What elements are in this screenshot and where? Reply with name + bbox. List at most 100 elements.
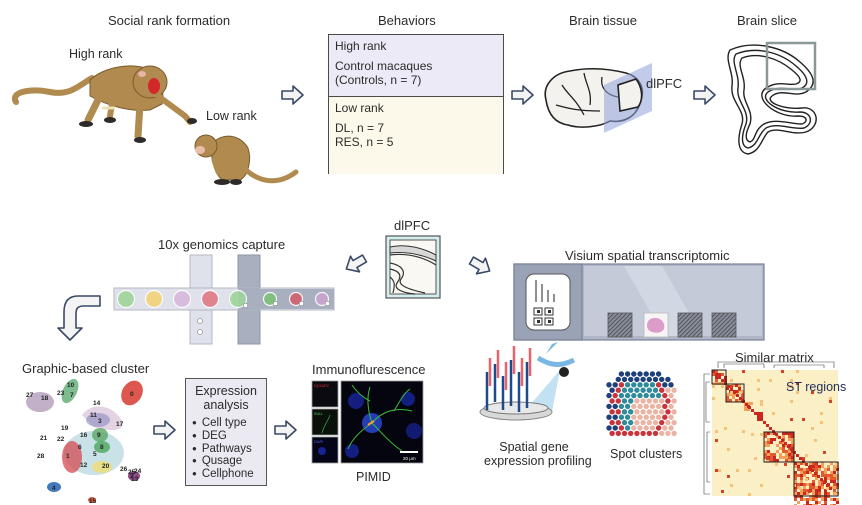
matrix-cell bbox=[833, 468, 836, 471]
matrix-cell bbox=[729, 399, 732, 402]
spot bbox=[637, 382, 643, 388]
spot bbox=[609, 387, 615, 393]
immuno-title: Immunoflurescence bbox=[312, 362, 426, 377]
matrix-cell bbox=[800, 492, 803, 495]
brain-slice-title: Brain slice bbox=[737, 13, 797, 28]
cluster-label: 11 bbox=[90, 412, 97, 419]
cluster-label: 22 bbox=[57, 436, 65, 443]
matrix-diagonal-cell bbox=[823, 481, 826, 484]
spot bbox=[652, 419, 659, 426]
capture-area-icon bbox=[607, 312, 633, 338]
droplet bbox=[288, 291, 304, 307]
matrix-cell bbox=[760, 415, 763, 418]
spot bbox=[628, 376, 634, 383]
spot bbox=[662, 414, 668, 420]
cluster-label: 2 bbox=[130, 473, 134, 480]
matrix-diagonal-cell bbox=[754, 412, 757, 415]
arrow-right-icon bbox=[274, 420, 297, 440]
spot bbox=[662, 382, 668, 388]
cluster-label: 27 bbox=[26, 392, 34, 399]
spot bbox=[640, 430, 646, 437]
spot bbox=[618, 414, 625, 420]
spot bbox=[671, 387, 677, 393]
arrow-right-icon bbox=[693, 85, 716, 105]
matrix-cell bbox=[782, 450, 785, 453]
matrix-cell bbox=[766, 457, 769, 460]
matrix-cell bbox=[738, 399, 741, 402]
matrix-cell bbox=[736, 469, 739, 472]
light-source-icon bbox=[559, 367, 569, 377]
spot bbox=[665, 387, 671, 393]
matrix-cell bbox=[794, 465, 797, 468]
matrix-cell bbox=[818, 501, 821, 504]
matrix-diagonal-cell bbox=[760, 418, 763, 421]
matrix-cell bbox=[760, 433, 763, 436]
matrix-cell bbox=[775, 463, 778, 466]
spot bbox=[671, 409, 677, 415]
matrix-cell bbox=[818, 489, 821, 492]
spot bbox=[662, 392, 668, 399]
matrix-cells-group bbox=[712, 370, 839, 505]
bead bbox=[325, 300, 331, 306]
visium-title: Visium spatial transcriptomic bbox=[565, 248, 730, 263]
matrix-cell bbox=[779, 456, 782, 459]
curved-arrow-down-icon bbox=[57, 295, 101, 341]
matrix-cell bbox=[833, 492, 836, 495]
immuno-caption: PIMID bbox=[356, 470, 391, 484]
matrix-cell bbox=[830, 474, 833, 477]
spot bbox=[640, 398, 646, 404]
svg-text:IBA1: IBA1 bbox=[314, 411, 323, 416]
matrix-cell bbox=[785, 459, 788, 462]
spot bbox=[624, 414, 631, 420]
matrix-cell bbox=[803, 471, 806, 474]
matrix-cell bbox=[741, 396, 744, 399]
spot bbox=[618, 403, 625, 410]
spot bbox=[659, 376, 665, 383]
matrix-cell bbox=[791, 432, 794, 435]
matrix-diagonal-cell bbox=[775, 433, 778, 436]
matrix-cell bbox=[732, 393, 735, 396]
spot bbox=[615, 398, 621, 404]
matrix-cell bbox=[781, 370, 784, 373]
matrix-cell bbox=[748, 469, 751, 472]
droplet bbox=[116, 289, 136, 309]
spot bbox=[665, 419, 671, 426]
spot bbox=[659, 409, 665, 415]
matrix-cell bbox=[803, 498, 806, 501]
matrix-cell bbox=[738, 384, 741, 387]
matrix-cell bbox=[721, 373, 724, 376]
matrix-cell bbox=[760, 403, 763, 406]
capture-area-icon bbox=[711, 312, 737, 338]
spot bbox=[612, 403, 618, 410]
matrix-cell bbox=[815, 477, 818, 480]
spot bbox=[643, 414, 649, 420]
matrix-cell bbox=[715, 439, 718, 442]
matrix-cell bbox=[788, 450, 791, 453]
spot bbox=[631, 425, 637, 431]
matrix-cell bbox=[764, 441, 767, 444]
matrix-cell bbox=[770, 453, 773, 456]
spot bbox=[615, 419, 621, 426]
matrix-cell bbox=[794, 489, 797, 492]
expression-item: Pathways bbox=[192, 443, 266, 456]
immunofluorescence-panel: IQGAP2 IBA1 DAPI 20 μm bbox=[311, 380, 424, 464]
droplet bbox=[262, 291, 278, 307]
spot bbox=[659, 419, 665, 426]
spot bbox=[655, 382, 662, 388]
matrix-cell bbox=[715, 469, 718, 472]
matrix-cell bbox=[790, 379, 793, 382]
spot bbox=[621, 387, 628, 393]
dlpfc-section-illustration bbox=[385, 235, 441, 299]
matrix-cell bbox=[788, 435, 791, 438]
matrix-cell bbox=[815, 465, 818, 468]
spot bbox=[665, 376, 671, 383]
matrix-cell bbox=[806, 489, 809, 492]
dlpfc-region-label: dlPFC bbox=[646, 76, 683, 91]
cluster-label: 12 bbox=[80, 462, 88, 469]
matrix-cell bbox=[769, 379, 772, 382]
matrix-cell bbox=[800, 489, 803, 492]
spot bbox=[618, 392, 625, 399]
arrow-right-icon bbox=[153, 420, 176, 440]
matrix-cell bbox=[821, 462, 824, 465]
